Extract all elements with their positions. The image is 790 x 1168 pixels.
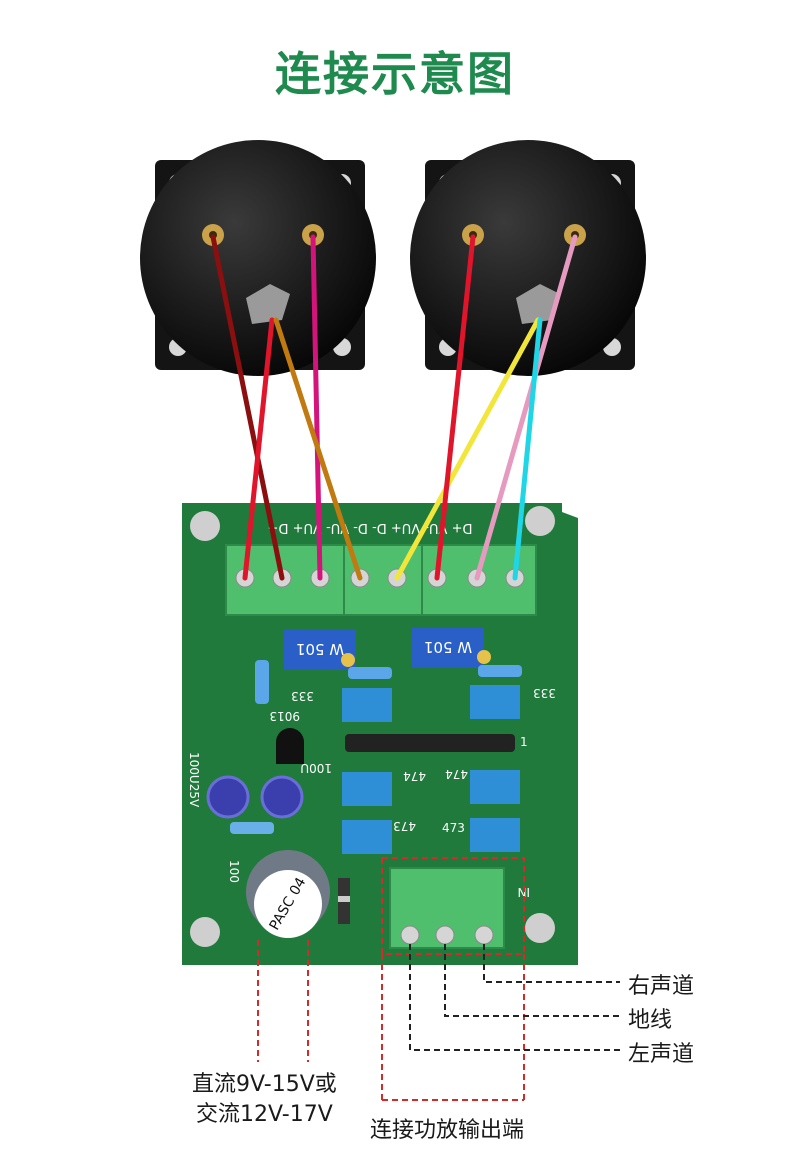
vu-meter-right: [410, 140, 646, 376]
power-leaders: [257, 940, 309, 1062]
meter-wires: [210, 234, 578, 581]
page-title: 连接示意图: [275, 47, 515, 101]
svg-text:9013: 9013: [269, 709, 300, 723]
svg-text:100: 100: [227, 860, 241, 883]
meter-terminal-block: [225, 544, 537, 616]
svg-text:473: 473: [393, 819, 416, 833]
left-channel-label: 左声道: [628, 1042, 695, 1067]
channel-leaders: [409, 944, 620, 1051]
trimmer-right: W 501: [412, 628, 491, 668]
amp-output-label: 连接功放输出端: [370, 1118, 525, 1143]
main-capacitor: PASC 04: [246, 850, 330, 938]
mounting-hole-icon: [525, 506, 555, 536]
wire-cyan: [512, 317, 543, 581]
svg-text:474: 474: [403, 769, 426, 783]
svg-text:333: 333: [291, 689, 314, 703]
right-channel-label: 右声道: [628, 974, 695, 999]
svg-text:1: 1: [520, 735, 528, 749]
trimmer-left: W 501: [284, 630, 356, 670]
svg-text:473: 473: [442, 821, 465, 835]
mounting-hole-icon: [525, 913, 555, 943]
mounting-hole-icon: [190, 917, 220, 947]
wire-pink: [474, 234, 578, 581]
wire-yellow: [394, 317, 541, 581]
svg-text:100U25V: 100U25V: [187, 752, 201, 808]
power-label-line2: 交流12V-17V: [196, 1102, 333, 1127]
svg-text:474: 474: [445, 767, 468, 781]
svg-text:100U: 100U: [300, 761, 332, 775]
svg-text:W 501: W 501: [296, 640, 344, 658]
amp-output-dashed-box: [381, 857, 525, 955]
svg-text:333: 333: [533, 686, 556, 700]
wire-red-right: [434, 234, 476, 581]
wire-orange: [273, 317, 363, 581]
mounting-hole-icon: [190, 511, 220, 541]
wire-darkred: [210, 234, 285, 581]
pcb-board: D+ VU- VU+ D- D- VU- VU+ D+ W 501 W 501: [182, 503, 578, 1101]
wire-magenta: [310, 234, 323, 581]
vu-meter-left: [140, 140, 376, 376]
input-terminal-block: [389, 867, 505, 949]
power-label: 直流9V-15V或 交流12V-17V: [192, 1070, 337, 1130]
capacitor-blocks: [342, 685, 520, 854]
svg-text:W 501: W 501: [424, 638, 472, 656]
ground-label: 地线: [628, 1008, 673, 1033]
wire-red-left: [242, 317, 275, 581]
power-label-line1: 直流9V-15V或: [192, 1072, 337, 1097]
